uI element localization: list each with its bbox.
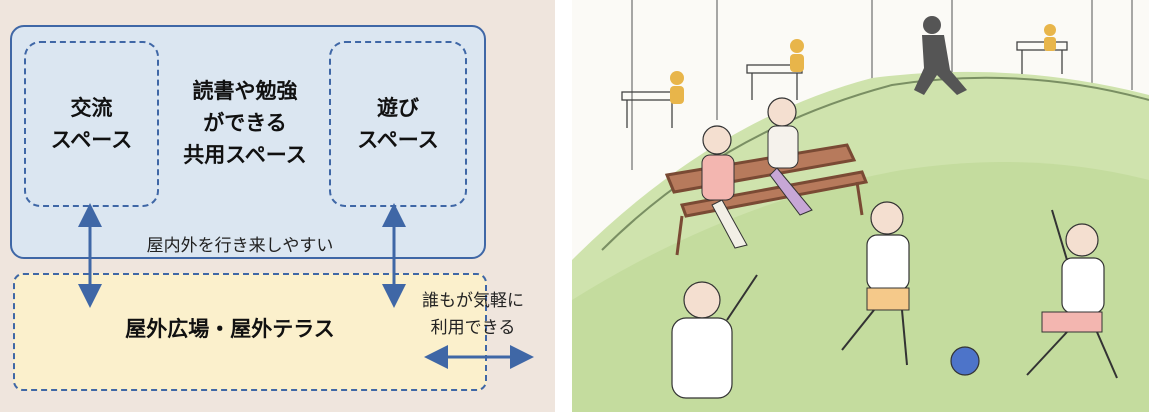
child-center <box>841 201 910 366</box>
play-space-label-2: スペース <box>357 128 439 152</box>
exchange-space-zone: 交流 スペース <box>24 41 159 207</box>
child-left <box>671 274 758 399</box>
play-space-zone: 遊び スペース <box>329 41 467 207</box>
shared-space-label-1: 読書や勉強 <box>192 79 298 103</box>
child-right <box>1026 209 1118 379</box>
outdoor-plaza-label: 屋外広場・屋外テラス <box>125 317 335 341</box>
indoor-outdoor-caption: 屋内外を行き来しやすい <box>146 236 334 256</box>
shared-space-label-2: ができる <box>203 111 287 135</box>
open-access-caption-2: 利用できる <box>430 318 516 338</box>
park-scene-illustration <box>572 0 1149 412</box>
running-person <box>914 16 967 95</box>
open-access-caption-1: 誰もが気軽に <box>422 291 524 311</box>
open-access-caption: 誰もが気軽に 利用できる <box>398 288 548 342</box>
woman-on-bench <box>701 125 748 249</box>
shared-space-label: 読書や勉強 ができる 共用スペース <box>160 75 330 171</box>
exchange-space-label-1: 交流 <box>70 96 113 120</box>
shared-space-label-3: 共用スペース <box>183 143 307 167</box>
background-people <box>670 24 1056 104</box>
building-lines <box>631 0 1133 170</box>
outdoor-area-box <box>13 273 487 391</box>
man-on-bench <box>767 97 813 216</box>
play-space-label-1: 遊び <box>376 96 419 120</box>
exchange-space-label-2: スペース <box>50 128 133 152</box>
ball-icon <box>950 346 980 376</box>
